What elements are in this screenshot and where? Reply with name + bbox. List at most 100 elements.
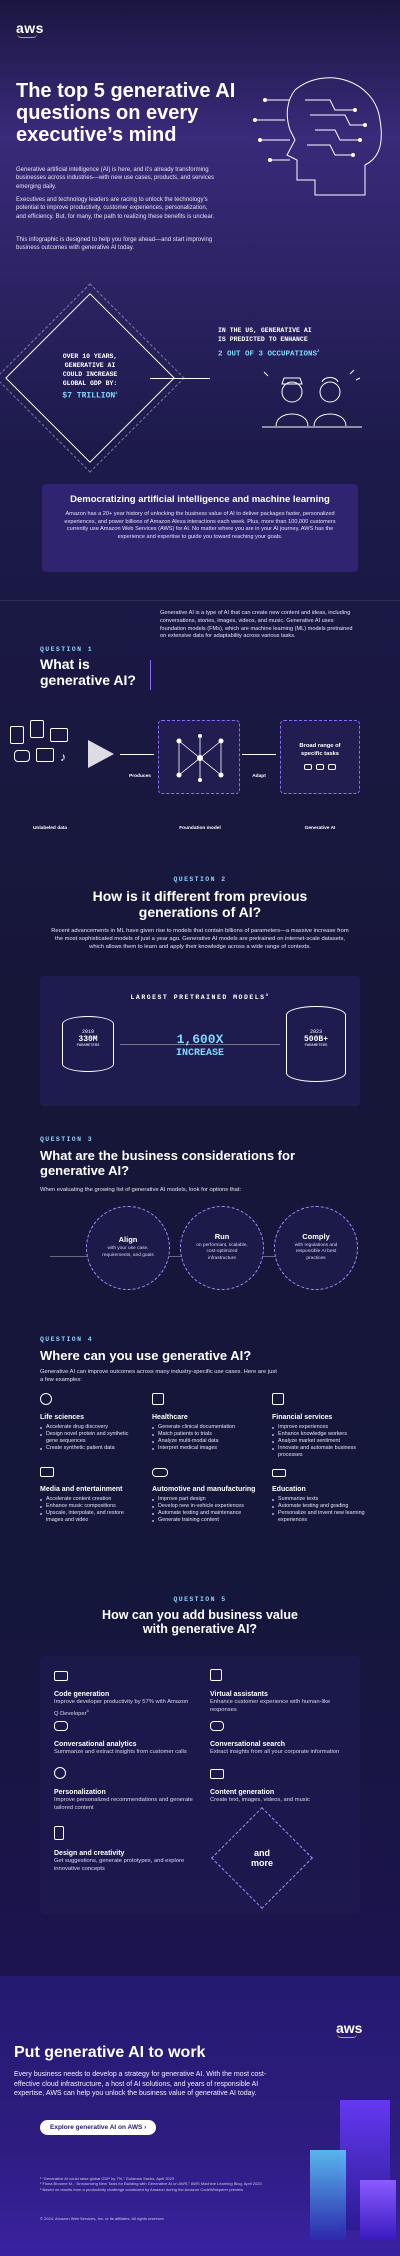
footnote: ¹ “Generative AI could raise global GDP … bbox=[40, 2176, 175, 2181]
industry-title: Education bbox=[272, 1486, 306, 1493]
hero-title: The top 5 generative AI questions on eve… bbox=[16, 80, 236, 146]
list-item: Design novel protein and synthetic gene … bbox=[40, 1431, 140, 1445]
align-title: Align bbox=[118, 1235, 138, 1245]
arrow-1 bbox=[120, 754, 154, 755]
aws-logo-smile bbox=[17, 34, 37, 38]
aws-logo-footer-smile bbox=[337, 2034, 357, 2038]
stat-connector-line bbox=[150, 378, 210, 379]
aws-logo-footer: aws bbox=[336, 2020, 363, 2036]
database-2023: 2023 500B+ PARAMETERS bbox=[286, 1006, 346, 1082]
industry-media: Media and entertainment Accelerate conte… bbox=[40, 1464, 140, 1524]
broad-tasks-label: Broad range of specific tasks bbox=[299, 743, 341, 757]
card-title: Code generation bbox=[54, 1691, 110, 1698]
align-text: with your use case, requirements, and go… bbox=[102, 1246, 154, 1258]
gdp-stat-value: $7 TRILLION1 bbox=[48, 390, 132, 401]
foundation-model-box bbox=[158, 720, 240, 794]
cubes-illustration bbox=[300, 2100, 400, 2250]
list-item: Match patients to trials bbox=[152, 1431, 252, 1438]
run-circle: Run on performant, scalable, cost-optimi… bbox=[180, 1206, 264, 1290]
card-title: Content generation bbox=[210, 1789, 275, 1796]
q3-label: QUESTION 3 bbox=[40, 1136, 94, 1143]
gdp-stat-line: GENERATIVE AI bbox=[64, 362, 116, 369]
funnel-icon bbox=[88, 740, 114, 768]
industry-title: Life sciences bbox=[40, 1414, 84, 1421]
occupations-stat-value-text: 2 OUT OF 3 OCCUPATIONS bbox=[218, 350, 318, 359]
list-item: Automate testing and grading bbox=[272, 1503, 372, 1510]
run-title: Run bbox=[214, 1231, 230, 1241]
card-conversational-search: Conversational search Extract insights f… bbox=[210, 1718, 350, 1757]
card-text: Extract insights from all your corporate… bbox=[210, 1749, 340, 1755]
list-item: Improve part design bbox=[152, 1496, 262, 1503]
and-more-label: and more bbox=[250, 1848, 273, 1868]
footnote: ² Fiona Broome M., “Announcing New Tools… bbox=[40, 2181, 262, 2187]
microscope-icon bbox=[40, 1393, 52, 1405]
align-circle: Align with your use case, requirements, … bbox=[86, 1206, 170, 1290]
q2-text: Recent advancements in ML have given ris… bbox=[51, 928, 349, 950]
q2-label: QUESTION 2 bbox=[173, 876, 227, 883]
db-year-2019: 2019 bbox=[81, 1029, 94, 1035]
card-title: Personalization bbox=[54, 1789, 106, 1796]
run-text: on performant, scalable, cost-optimized … bbox=[196, 1242, 248, 1261]
list-item: Enhance knowledge workers bbox=[272, 1431, 372, 1438]
q1-title: What is generative AI? bbox=[40, 656, 136, 688]
hero-paragraph-1: Generative artificial intelligence (AI) … bbox=[16, 167, 215, 190]
footnote-marker: 2 bbox=[317, 350, 320, 354]
q3-intro: When evaluating the growing list of gene… bbox=[40, 1187, 242, 1193]
card-title: Conversational analytics bbox=[54, 1741, 137, 1748]
list-item: Accelerate drug discovery bbox=[40, 1424, 140, 1431]
list-item: Accelerate content creation bbox=[40, 1496, 140, 1503]
q2-title: How is it different from previous genera… bbox=[92, 888, 308, 920]
cube-shape bbox=[310, 2150, 346, 2240]
q1-label: QUESTION 1 bbox=[40, 646, 94, 653]
caption-unlabeled-data: Unlabeled data bbox=[32, 826, 68, 831]
list-item: Enhance music compositions bbox=[40, 1503, 140, 1510]
document-icon bbox=[30, 720, 44, 738]
cube-shape bbox=[360, 2180, 396, 2240]
adapt-label: Adapt bbox=[252, 774, 266, 779]
explore-generative-ai-button[interactable]: Explore generative AI on AWS › bbox=[40, 2120, 157, 2135]
democratizing-title: Democratizing artificial intelligence an… bbox=[70, 494, 330, 505]
list-item: Generate clinical documentation bbox=[152, 1424, 252, 1431]
db-unit-2019: PARAMETERS bbox=[76, 1044, 100, 1048]
list-item: Generate training content bbox=[152, 1517, 262, 1524]
industry-title: Media and entertainment bbox=[40, 1486, 123, 1493]
pretrained-box-title-text: LARGEST PRETRAINED MODELS bbox=[130, 994, 266, 1002]
list-item: Develop new in-vehicle experiences bbox=[152, 1503, 262, 1510]
gdp-stat-value-text: $7 TRILLION bbox=[62, 391, 116, 401]
comply-text: with regulations and responsible AI best… bbox=[294, 1242, 338, 1261]
footnote-marker: 4 bbox=[86, 1707, 89, 1713]
q1-divider bbox=[0, 600, 400, 601]
chat-icon bbox=[14, 750, 30, 762]
db-year-2023: 2023 bbox=[309, 1029, 322, 1035]
arrow-2 bbox=[242, 754, 276, 755]
comply-circle: Comply with regulations and responsible … bbox=[274, 1206, 358, 1290]
q1-text: Generative AI is a type of AI that can c… bbox=[160, 610, 353, 640]
play-icon bbox=[40, 1467, 54, 1477]
image-icon bbox=[50, 728, 68, 742]
produces-label: Produces bbox=[129, 774, 151, 779]
gdp-stat-text: OVER 10 YEARS, GENERATIVE AI COULD INCRE… bbox=[48, 352, 132, 401]
occupations-stat-line: IS PREDICTED TO ENHANCE bbox=[218, 336, 308, 343]
list-item: Innovate and automate business processes bbox=[272, 1445, 372, 1459]
caption-generative-ai: Generative AI bbox=[304, 826, 336, 831]
occupations-stat: IN THE US, GENERATIVE AI IS PREDICTED TO… bbox=[218, 326, 388, 360]
code-icon bbox=[54, 1671, 68, 1681]
pretrained-box-title: LARGEST PRETRAINED MODELS3 bbox=[40, 994, 360, 1001]
cta-title: Put generative AI to work bbox=[14, 2044, 206, 2061]
card-title: Virtual assistants bbox=[210, 1691, 268, 1698]
workers-icon bbox=[262, 369, 362, 428]
list-item: Interpret medical images bbox=[152, 1445, 252, 1452]
card-title: Design and creativity bbox=[54, 1850, 125, 1857]
person-icon bbox=[54, 1767, 66, 1779]
robot-icon bbox=[210, 1669, 222, 1681]
business-value-panel bbox=[40, 1656, 360, 1914]
industry-title: Automotive and manufacturing bbox=[152, 1486, 256, 1493]
card-personalization: Personalization Improve personalized rec… bbox=[54, 1766, 194, 1812]
card-code-generation: Code generation Improve developer produc… bbox=[54, 1668, 194, 1718]
tasks-icons bbox=[281, 764, 359, 771]
